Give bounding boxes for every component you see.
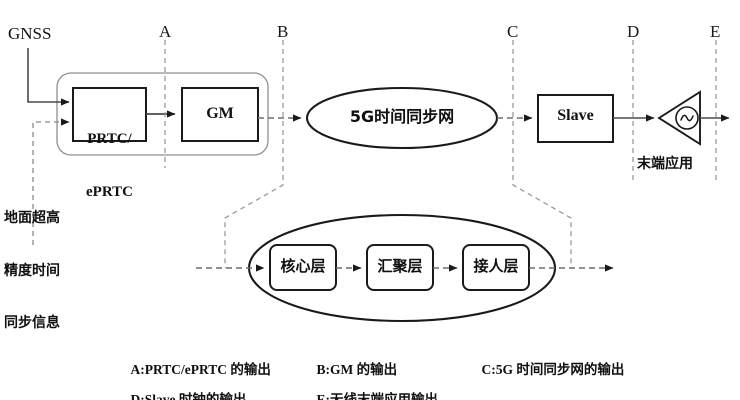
gm-box[interactable]	[181, 87, 259, 142]
prtc-eprtc-label-line1: PRTC/	[87, 131, 132, 148]
legend-key-a: A	[130, 362, 141, 377]
legend-cjk-b: 的输出	[356, 362, 398, 378]
access-layer-label: 接人层	[473, 257, 519, 275]
legend-item-b: B:GM 的输出	[303, 342, 398, 394]
end-application-sine-icon	[680, 114, 694, 122]
ground-sync-note-line2: 精度时间	[4, 262, 60, 279]
legend-cjk-c: 时间同步网的输出	[516, 362, 625, 378]
marker-line-c	[512, 40, 572, 268]
legend-sep-c: :	[491, 362, 496, 377]
legend-item-e: E:无线末端应用输出	[303, 372, 439, 400]
core-layer-label: 核心层	[280, 257, 326, 275]
legend-item-a: A:PRTC/ePRTC 的输出	[117, 342, 271, 394]
legend-sep-b: :	[325, 362, 331, 377]
legend-cjk-a: 的输出	[230, 362, 271, 378]
marker-label-c: C	[507, 22, 519, 41]
gm-label: GM	[206, 105, 234, 122]
legend-sep-a: :	[140, 362, 145, 377]
marker-label-a: A	[159, 22, 172, 41]
prtc-eprtc-label-line2: ePRTC	[86, 184, 133, 201]
legend-cjk-d: 时钟的输出	[178, 392, 247, 400]
legend-latin-b: GM	[330, 362, 357, 377]
legend-sep-d: :	[140, 392, 145, 400]
prtc-eprtc-box[interactable]	[72, 87, 147, 142]
legend-sep-e: :	[325, 392, 331, 400]
marker-line-b	[224, 40, 284, 268]
gnss-feed-line	[27, 48, 64, 103]
aggregation-layer-label: 汇聚层	[377, 257, 423, 275]
gnss-source-label: GNSS	[8, 24, 52, 43]
legend-key-e: E	[316, 392, 326, 400]
legend-key-d: D	[130, 392, 141, 400]
legend-cjk-e: 无线末端应用输出	[330, 392, 439, 400]
legend-item-d: D:Slave 时钟的输出	[117, 372, 247, 400]
marker-label-b: B	[277, 22, 289, 41]
legend-key-c: C	[481, 362, 492, 377]
legend-item-c: C:5G 时间同步网的输出	[468, 342, 625, 394]
ground-sync-feed-line	[32, 121, 64, 245]
end-application-label: 末端应用	[637, 156, 693, 172]
marker-label-d: D	[627, 22, 640, 41]
legend-latin-a: PRTC/ePRTC	[144, 362, 231, 377]
legend-key-b: B	[316, 362, 326, 377]
ground-sync-note-line1: 地面超高	[4, 210, 60, 226]
legend-latin-d: Slave	[144, 392, 179, 400]
ground-sync-note: 地面超高 精度时间 同步信息	[4, 175, 100, 368]
slave-label: Slave	[557, 107, 594, 124]
ground-sync-note-line3: 同步信息	[4, 315, 60, 331]
marker-label-e: E	[710, 22, 721, 41]
prtc-gm-group-container	[56, 72, 269, 156]
prtc-eprtc-label: PRTC/ ePRTC	[73, 96, 146, 238]
network-label: 5G时间同步网	[349, 107, 455, 126]
legend-latin-c: 5G	[495, 362, 517, 377]
